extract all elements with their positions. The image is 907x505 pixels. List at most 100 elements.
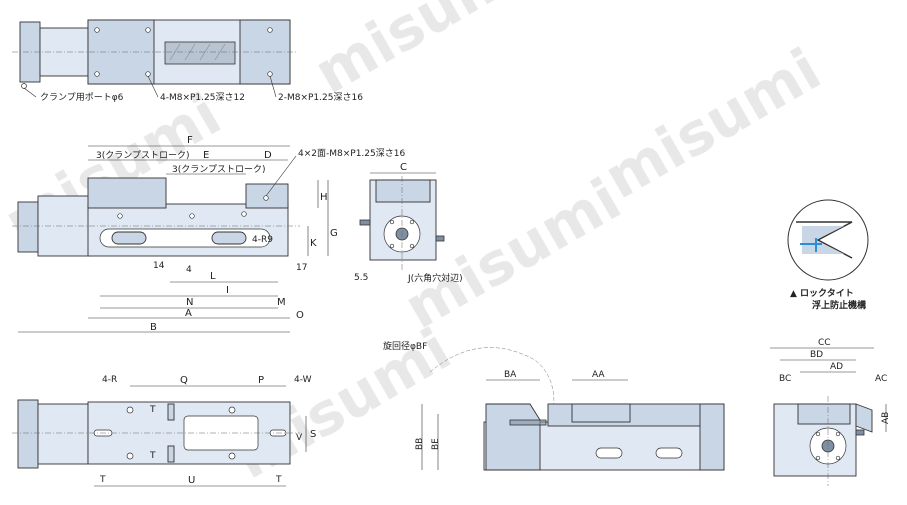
side-hole bbox=[409, 243, 415, 249]
dim-B-label: B bbox=[150, 322, 157, 333]
face-note: 4×2面-M8×P1.25深さ16 bbox=[298, 148, 405, 159]
bottom-key-bottom bbox=[167, 445, 175, 463]
dim-C-label: C bbox=[400, 162, 407, 173]
dim-AC-label: AC bbox=[875, 374, 887, 384]
iso-view: 旋回径φBF BA AA BB BE bbox=[383, 340, 725, 471]
top-screw-window bbox=[164, 41, 236, 65]
dim-55-label: 5.5 bbox=[354, 273, 368, 283]
dim-G-label: G bbox=[330, 228, 338, 239]
dim-17-label: 17 bbox=[296, 263, 307, 273]
detail-force-arrows bbox=[800, 238, 822, 252]
dim-Q-label: Q bbox=[180, 375, 188, 386]
dim-T4-label: T bbox=[275, 475, 282, 485]
dim-R-label: 4-R9 bbox=[252, 235, 273, 245]
front-hole bbox=[263, 195, 269, 201]
front-slot-left bbox=[111, 231, 147, 245]
side-plug bbox=[435, 235, 445, 242]
dim-14-label: 14 bbox=[153, 261, 165, 271]
dim-CC-label: CC bbox=[818, 338, 831, 348]
end-hole bbox=[835, 431, 841, 437]
end-top bbox=[797, 403, 851, 425]
lock-detail: ▲ ロックタイト 浮上防止機構 bbox=[787, 199, 869, 311]
detail-fill bbox=[802, 226, 844, 254]
dim-A-label: A bbox=[185, 308, 192, 319]
front-hole bbox=[189, 213, 195, 219]
bottom-hole bbox=[228, 406, 236, 414]
dim-AA-label: AA bbox=[592, 370, 605, 380]
dim-F-label: F bbox=[187, 135, 193, 146]
leader bbox=[265, 155, 297, 197]
bottom-cylinder-body bbox=[37, 403, 89, 465]
detail-circle bbox=[787, 199, 869, 281]
dim-BA-label: BA bbox=[504, 370, 517, 380]
swing-arc bbox=[429, 347, 555, 421]
front-jaw-left bbox=[87, 177, 167, 209]
bottom-hole bbox=[126, 452, 134, 460]
dim-4R-label: 4-R bbox=[102, 375, 117, 385]
side-jaw bbox=[375, 179, 431, 203]
top-hole bbox=[267, 71, 273, 77]
stroke-1: 3(クランプストローク) bbox=[96, 150, 189, 161]
end-jaw bbox=[855, 403, 873, 433]
top-hole bbox=[145, 71, 151, 77]
front-hole bbox=[241, 211, 247, 217]
top-hole bbox=[145, 27, 151, 33]
dim-L-label: L bbox=[210, 271, 216, 282]
dim-T3-label: T bbox=[99, 475, 106, 485]
end-view: CC BD AD BC AC AB bbox=[770, 338, 891, 486]
dim-T1-label: T bbox=[149, 405, 156, 415]
dim-U-label: U bbox=[188, 475, 195, 486]
top-hole bbox=[267, 27, 273, 33]
leader bbox=[23, 87, 37, 98]
tap-note-2: 2-M8×P1.25深さ16 bbox=[278, 92, 363, 103]
dim-H-label: H bbox=[320, 192, 328, 203]
lock-caption-1: ▲ ロックタイト bbox=[790, 287, 854, 299]
dim-I-label: I bbox=[226, 285, 229, 296]
tap-note-1: 4-M8×P1.25深さ12 bbox=[160, 92, 245, 103]
dim-M-label: M bbox=[277, 297, 286, 308]
iso-slot-right bbox=[655, 447, 683, 459]
dim-N-label: N bbox=[186, 297, 193, 308]
end-hole bbox=[835, 455, 841, 461]
dim-BD-label: BD bbox=[810, 350, 823, 360]
bottom-view: 4-R Q P 4-W T T V S T U T bbox=[12, 375, 316, 487]
side-hole bbox=[409, 219, 415, 225]
iso-slot-left bbox=[595, 447, 623, 459]
dim-D-label: D bbox=[264, 150, 272, 161]
side-view: C 5.5 J(六角穴対辺) bbox=[354, 162, 463, 284]
dim-4-label: 4 bbox=[186, 265, 192, 275]
iso-rod bbox=[509, 419, 547, 426]
port-note: クランプ用ポートφ6 bbox=[40, 92, 124, 103]
detail-profile bbox=[796, 221, 853, 259]
top-hole bbox=[94, 71, 100, 77]
front-view: F 3(クランプストローク) E D 3(クランプストローク) 4×2面-M8×… bbox=[12, 135, 405, 333]
front-cylinder bbox=[17, 201, 39, 253]
dim-V-label: V bbox=[296, 433, 303, 443]
dim-AB-label: AB bbox=[881, 412, 891, 424]
top-port bbox=[21, 83, 27, 89]
dim-P-label: P bbox=[258, 375, 264, 386]
bottom-hole bbox=[126, 406, 134, 414]
dim-BC-label: BC bbox=[779, 374, 791, 384]
front-slot-right bbox=[211, 231, 247, 245]
dim-T2-label: T bbox=[149, 451, 156, 461]
swing-label: 旋回径φBF bbox=[383, 340, 427, 352]
watermark-1: misumi bbox=[303, 0, 542, 107]
iso-jaw-clamp bbox=[485, 403, 541, 471]
end-port bbox=[855, 429, 865, 436]
dim-4W-label: 4-W bbox=[294, 375, 312, 385]
dim-E-label: E bbox=[203, 150, 209, 161]
dim-J-label: J(六角穴対辺) bbox=[407, 272, 463, 284]
dim-BB-label: BB bbox=[415, 438, 425, 450]
watermark-4: misumi bbox=[593, 35, 832, 212]
iso-jaw-fixed bbox=[571, 403, 631, 423]
end-hole bbox=[815, 455, 821, 461]
leader bbox=[269, 75, 277, 98]
top-hole bbox=[94, 27, 100, 33]
bottom-key-top bbox=[167, 403, 175, 421]
dim-K-label: K bbox=[310, 238, 317, 249]
lock-caption-2: 浮上防止機構 bbox=[812, 299, 866, 311]
dim-S-label: S bbox=[310, 429, 316, 440]
leader bbox=[147, 75, 159, 98]
